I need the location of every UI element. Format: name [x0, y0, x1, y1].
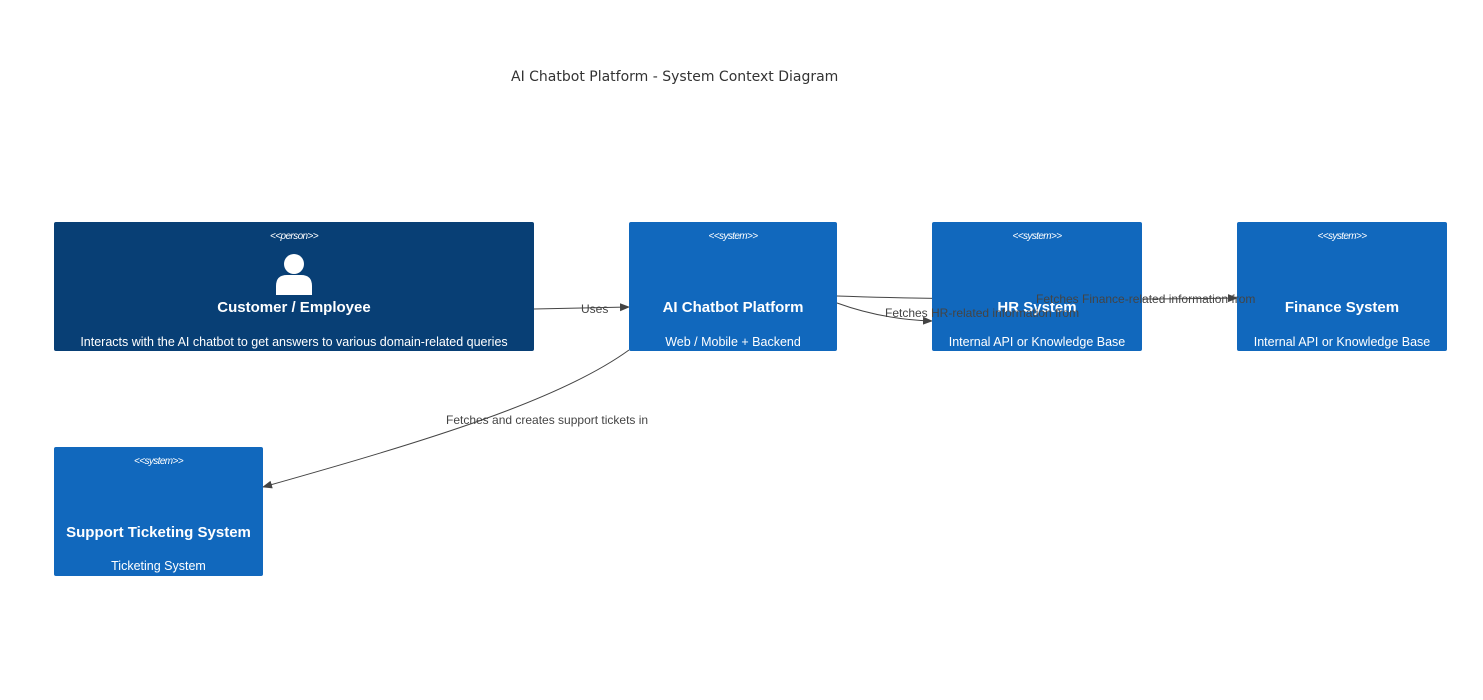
edge-tickets[interactable]: [262, 349, 630, 489]
edge-label-tickets: Fetches and creates support tickets in: [446, 413, 649, 427]
edge-label-finance: Fetches Finance-related information from: [1036, 292, 1256, 306]
ticketing-stereotype: <<system>>: [133, 456, 184, 467]
hr-description: Internal API or Knowledge Base: [948, 335, 1126, 349]
person-icon: [276, 254, 312, 295]
chatbot-stereotype: <<system>>: [708, 231, 758, 242]
diagram-title: AI Chatbot Platform - System Context Dia…: [511, 69, 839, 85]
ticketing-description: Ticketing System: [111, 559, 206, 573]
chatbot-description: Web / Mobile + Backend: [665, 335, 801, 349]
node-customer[interactable]: <<person>> Customer / Employee Interacts…: [54, 222, 534, 351]
edge-hr[interactable]: [836, 302, 933, 325]
hr-name: HR System: [997, 299, 1077, 316]
edge-label-uses: Uses: [581, 302, 609, 316]
node-hr-system[interactable]: <<system>> HR System Internal API or Kno…: [932, 222, 1142, 351]
node-ticketing-system[interactable]: <<system>> Support Ticketing System Tick…: [54, 447, 263, 576]
finance-name: Finance System: [1284, 299, 1400, 316]
finance-stereotype: <<system>>: [1317, 231, 1367, 242]
edge-label-hr: Fetches HR-related information from: [885, 306, 1080, 320]
hr-stereotype: <<system>>: [1012, 231, 1062, 242]
node-chatbot[interactable]: <<system>> AI Chatbot Platform Web / Mob…: [629, 222, 837, 351]
finance-description: Internal API or Knowledge Base: [1253, 335, 1431, 349]
customer-stereotype: <<person>>: [270, 231, 319, 242]
edge-uses[interactable]: [533, 303, 630, 312]
ticketing-name: Support Ticketing System: [66, 524, 251, 541]
node-finance-system[interactable]: <<system>> Finance System Internal API o…: [1237, 222, 1447, 351]
customer-name: Customer / Employee: [217, 299, 371, 316]
customer-description: Interacts with the AI chatbot to get ans…: [80, 335, 508, 349]
chatbot-name: AI Chatbot Platform: [662, 299, 804, 316]
